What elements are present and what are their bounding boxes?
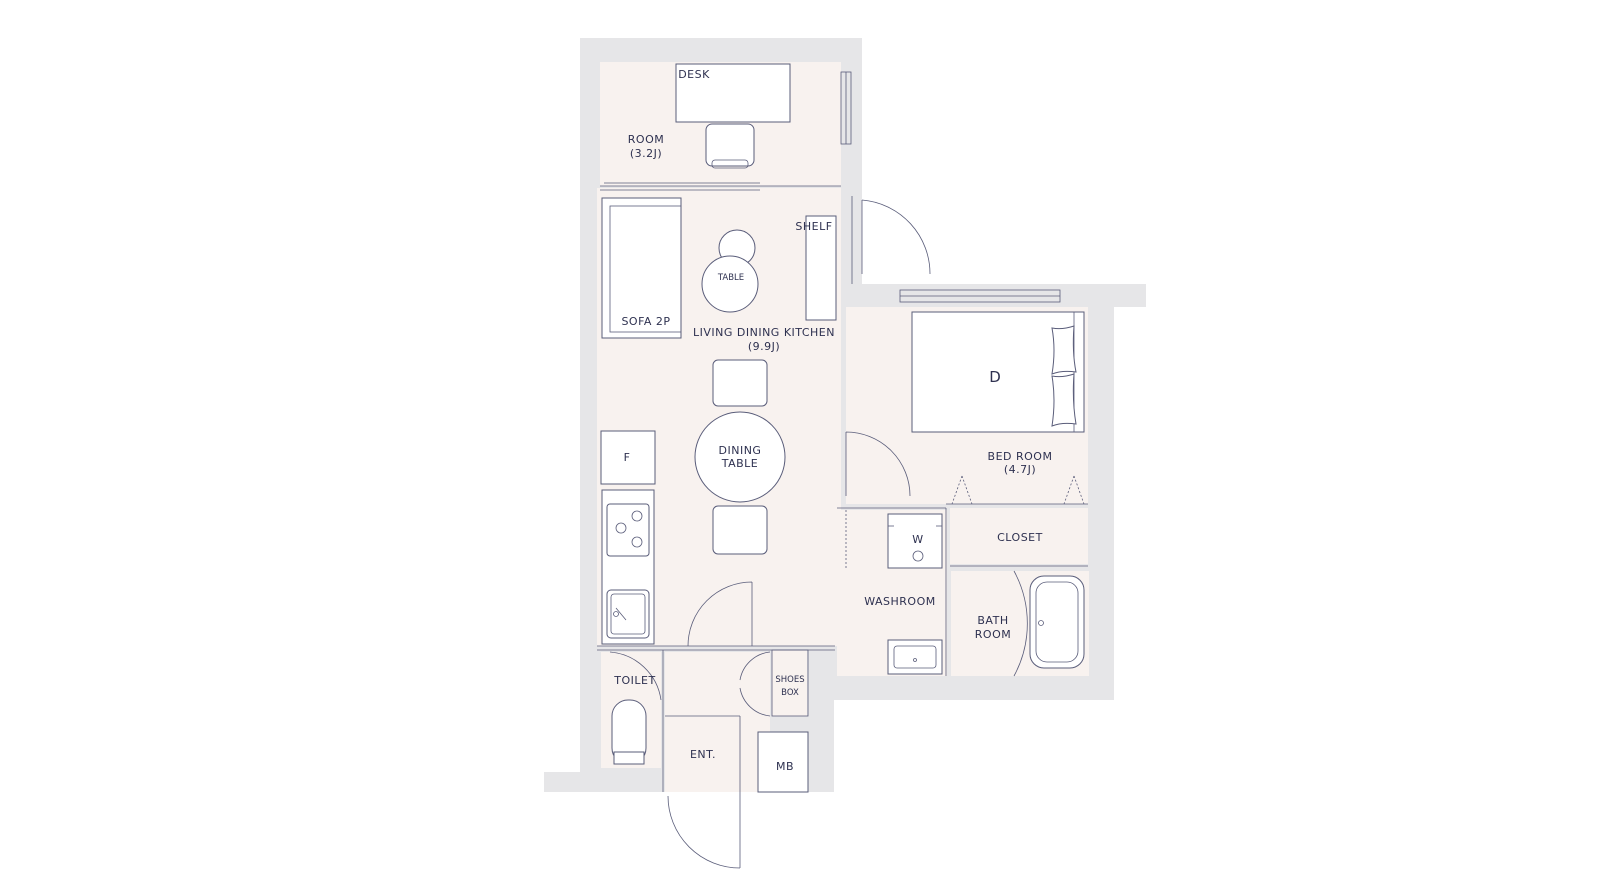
closet-label: CLOSET [997, 531, 1043, 544]
bedroom-door [845, 431, 911, 497]
doors [609, 196, 1028, 869]
washer-label: W [912, 533, 923, 546]
mb-box [757, 731, 809, 793]
kitchen-sink [606, 589, 650, 639]
desk [675, 63, 791, 123]
toilet-tank [613, 751, 645, 765]
labels: DESK ROOM (3.2J) SHELF TABLE SOFA 2P LIV… [613, 68, 1052, 773]
shoesbox-label-2: BOX [781, 688, 799, 698]
room-size: (3.2J) [630, 147, 662, 160]
bedroom-size: (4.7J) [1004, 463, 1036, 476]
shoebox-door-top [739, 651, 771, 681]
washroom-label: WASHROOM [864, 595, 936, 608]
shelf [805, 215, 837, 321]
pillow-top [1051, 325, 1077, 375]
furniture [600, 63, 1085, 765]
shelf-label: SHELF [795, 220, 832, 233]
desk-chair [705, 123, 755, 167]
pillow-bottom [1051, 373, 1077, 427]
washing-machine [887, 513, 943, 569]
bathroom-label-2: ROOM [975, 628, 1011, 641]
toilet-door [609, 651, 662, 701]
windows [604, 71, 1061, 303]
dining-chair-bottom [712, 505, 768, 555]
shoebox-door-bottom [739, 687, 771, 717]
washroom-sink [887, 639, 943, 675]
dining-table-label-2: TABLE [721, 457, 759, 470]
bathroom-label-1: BATH [977, 614, 1008, 627]
fridge-label: F [624, 451, 631, 464]
toilet-label: TOILET [613, 674, 655, 687]
bathtub [1029, 575, 1085, 669]
shoebox-frame [771, 649, 809, 717]
entrance-floor [665, 652, 770, 792]
entrance-label: ENT. [690, 748, 716, 761]
coffee-table [701, 255, 759, 313]
table-label: TABLE [717, 273, 744, 283]
partitions [597, 185, 1088, 793]
balcony-door [861, 199, 931, 275]
burner-3 [631, 536, 643, 548]
room-label: ROOM [628, 133, 664, 146]
closet-floor [950, 508, 1088, 564]
burner-1 [631, 510, 643, 522]
shoesbox-label-1: SHOES [775, 675, 804, 685]
entrance-door [667, 792, 741, 869]
ldk-size: (9.9J) [748, 340, 780, 353]
dining-chair-top [712, 359, 768, 407]
sofa-label: SOFA 2P [621, 315, 670, 328]
burner-2 [615, 522, 627, 534]
shoebox-floor [772, 650, 807, 716]
desk-label: DESK [678, 68, 710, 81]
ldk-label: LIVING DINING KITCHEN [693, 326, 835, 339]
stove [606, 503, 650, 557]
dining-table-label-1: DINING [719, 444, 762, 457]
mb-label: MB [776, 760, 794, 773]
bed-label: D [989, 368, 1001, 386]
bedroom-label: BED ROOM [988, 450, 1053, 463]
bath-door [1013, 570, 1028, 677]
dining-table [694, 411, 786, 503]
fridge [600, 430, 656, 485]
ldk-door [687, 581, 753, 647]
